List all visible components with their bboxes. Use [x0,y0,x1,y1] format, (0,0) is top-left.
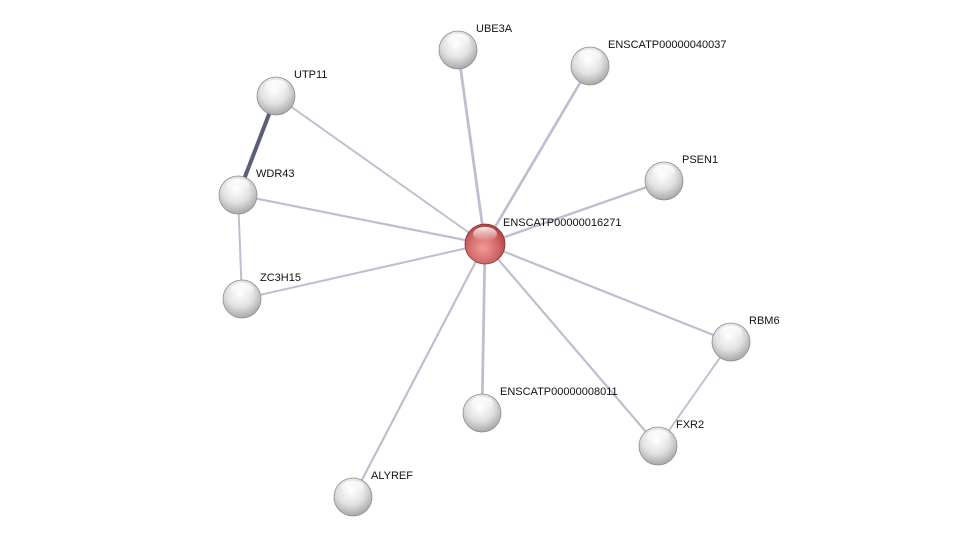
node-wdr43[interactable]: WDR43 [218,168,295,215]
node-e8011[interactable]: ENSCATP00000008011 [462,386,618,433]
node-label: RBM6 [749,315,780,327]
edge-center-psen1[interactable] [484,179,665,246]
node-rbm6[interactable]: RBM6 [711,315,780,362]
edge-center-e8011[interactable] [480,243,487,414]
node-highlight [470,396,494,411]
node-e40037[interactable]: ENSCATP00000040037 [570,39,726,86]
node-highlight [341,480,365,495]
node-highlight [578,49,602,64]
node-highlight [226,178,250,193]
node-label: FXR2 [676,419,704,431]
node-psen1[interactable]: PSEN1 [644,154,718,201]
node-label: ENSCATP00000040037 [608,39,726,51]
node-label: ENSCATP00000016271 [503,217,621,229]
node-zc3h15[interactable]: ZC3H15 [222,272,301,319]
edge-center-rbm6[interactable] [484,242,732,344]
node-highlight [646,429,670,444]
edge-center-alyref[interactable] [352,243,486,498]
node-fxr2[interactable]: FXR2 [638,419,704,466]
node-alyref[interactable]: ALYREF [333,470,413,517]
node-utp11[interactable]: UTP11 [256,69,327,116]
node-highlight [230,282,254,297]
node-highlight [719,325,743,340]
node-highlight [446,33,470,48]
node-ube3a[interactable]: UBE3A [438,23,513,70]
node-label: ALYREF [371,470,413,482]
edge-center-utp11[interactable] [275,95,486,245]
node-label: UBE3A [476,23,513,35]
node-label: WDR43 [256,168,295,180]
node-label: PSEN1 [682,154,718,166]
edge-center-ube3a[interactable] [456,49,487,245]
node-center[interactable]: ENSCATP00000016271 [464,217,621,265]
node-highlight [264,79,288,94]
edge-center-fxr2[interactable] [484,243,659,447]
node-label: ENSCATP00000008011 [500,386,618,398]
edge-center-e40037[interactable] [483,65,592,245]
edge-center-wdr43[interactable] [237,193,486,246]
node-label: ZC3H15 [260,272,301,284]
node-highlight [473,227,497,241]
node-highlight [652,164,676,179]
node-label: UTP11 [294,69,327,81]
edge-rbm6-fxr2[interactable] [657,341,732,447]
edge-center-zc3h15[interactable] [241,243,486,300]
